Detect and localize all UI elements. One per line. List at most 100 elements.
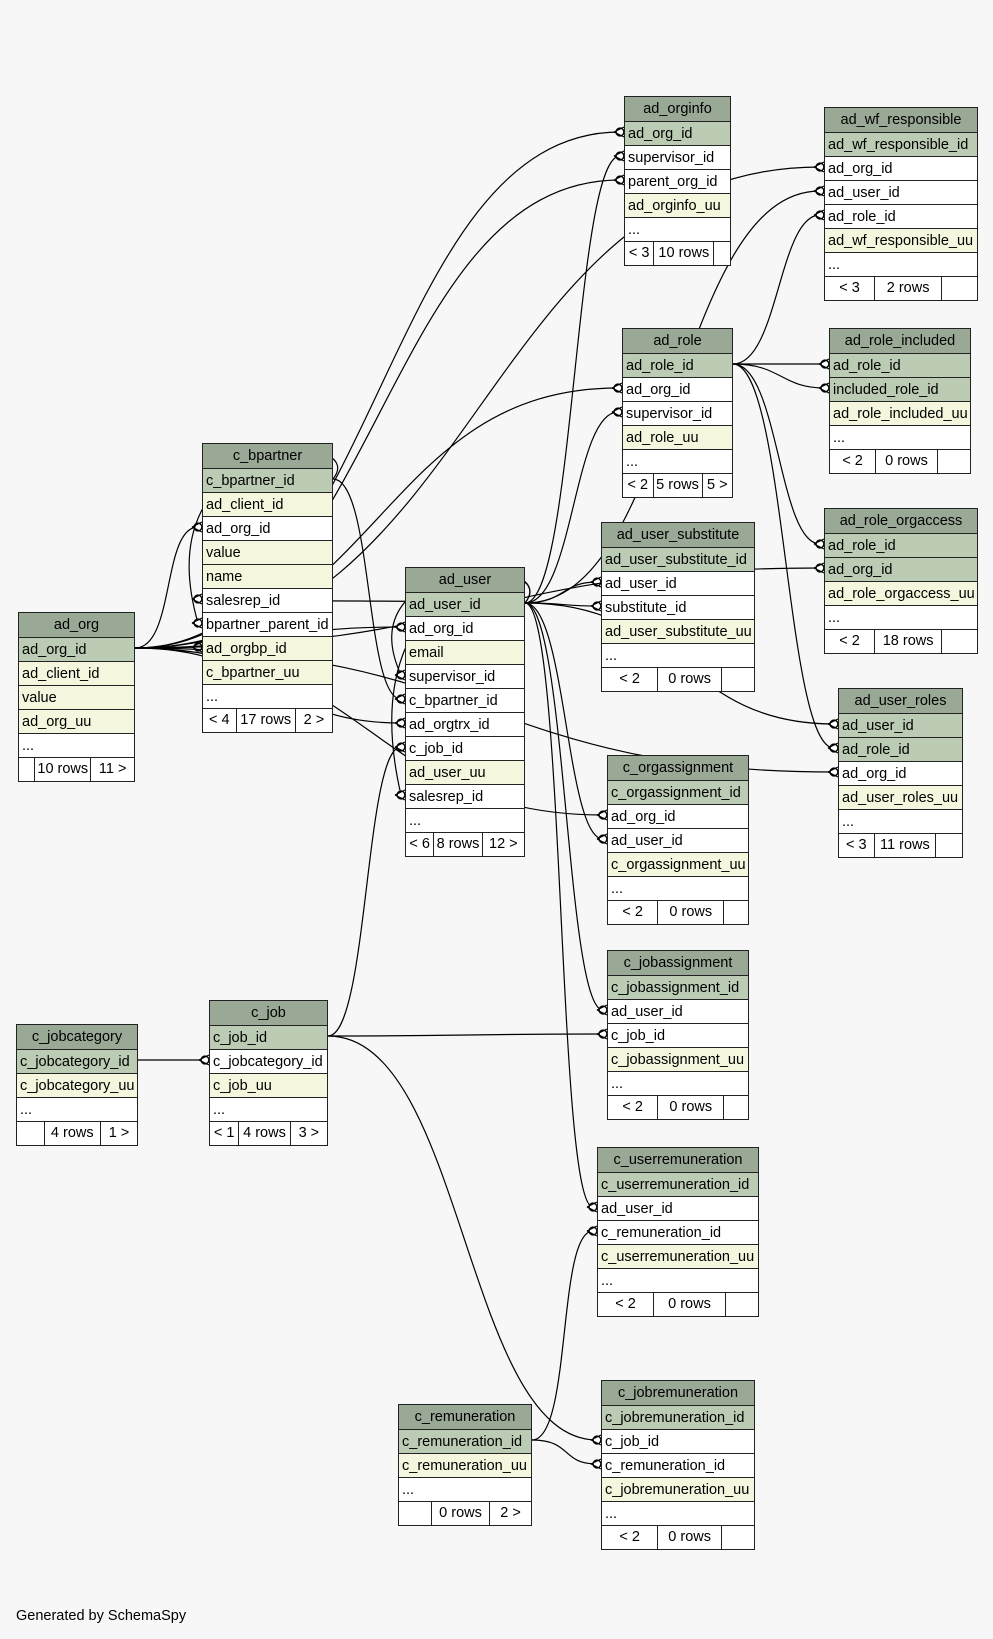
column-row[interactable]: ad_user_substitute_id: [602, 548, 754, 572]
column-row[interactable]: c_job_id: [406, 737, 524, 761]
column-row[interactable]: c_remuneration_uu: [399, 1454, 531, 1478]
table-title[interactable]: c_jobcategory: [17, 1025, 137, 1050]
table-title[interactable]: c_bpartner: [203, 444, 332, 469]
children-link[interactable]: [724, 1096, 748, 1119]
column-row[interactable]: salesrep_id: [203, 589, 332, 613]
more-columns[interactable]: ...: [602, 644, 754, 668]
parents-link[interactable]: [19, 758, 36, 781]
table-title[interactable]: ad_role: [623, 329, 732, 354]
column-row[interactable]: ad_role_orgaccess_uu: [825, 582, 977, 606]
more-columns[interactable]: ...: [623, 450, 732, 474]
column-row[interactable]: ad_org_id: [825, 558, 977, 582]
column-row[interactable]: c_orgassignment_id: [608, 781, 748, 805]
table-title[interactable]: ad_org: [19, 613, 134, 638]
parents-link[interactable]: [17, 1122, 45, 1145]
column-row[interactable]: ad_org_id: [406, 617, 524, 641]
column-row[interactable]: ad_wf_responsible_id: [825, 133, 977, 157]
more-columns[interactable]: ...: [17, 1098, 137, 1122]
column-row[interactable]: ad_user_roles_uu: [839, 786, 962, 810]
column-row[interactable]: ad_org_id: [19, 638, 134, 662]
parents-link[interactable]: < 2: [608, 901, 659, 924]
more-columns[interactable]: ...: [839, 810, 962, 834]
column-row[interactable]: c_jobcategory_id: [210, 1050, 327, 1074]
table-title[interactable]: ad_wf_responsible: [825, 108, 977, 133]
table-title[interactable]: c_remuneration: [399, 1405, 531, 1430]
column-row[interactable]: value: [19, 686, 134, 710]
column-row[interactable]: ad_client_id: [203, 493, 332, 517]
children-link[interactable]: 11 >: [98, 761, 127, 777]
column-row[interactable]: c_job_id: [602, 1430, 754, 1454]
parents-link[interactable]: < 2: [608, 1096, 659, 1119]
column-row[interactable]: ad_org_id: [608, 805, 748, 829]
parents-link[interactable]: < 2: [825, 630, 876, 653]
table-title[interactable]: c_orgassignment: [608, 756, 748, 781]
parents-link[interactable]: < 6: [406, 833, 435, 856]
column-row[interactable]: c_userremuneration_uu: [598, 1245, 758, 1269]
more-columns[interactable]: ...: [830, 426, 970, 450]
column-row[interactable]: ad_orgbp_id: [203, 637, 332, 661]
parents-link[interactable]: < 3: [839, 834, 875, 857]
column-row[interactable]: ad_role_id: [623, 354, 732, 378]
column-row[interactable]: c_job_id: [608, 1024, 748, 1048]
children-link[interactable]: [722, 668, 754, 691]
column-row[interactable]: ad_user_id: [406, 593, 524, 617]
more-columns[interactable]: ...: [399, 1478, 531, 1502]
children-link[interactable]: [938, 450, 970, 473]
children-link[interactable]: 12 >: [489, 836, 518, 852]
parents-link[interactable]: < 4: [203, 709, 237, 732]
column-row[interactable]: c_bpartner_uu: [203, 661, 332, 685]
column-row[interactable]: ad_role_uu: [623, 426, 732, 450]
table-title[interactable]: c_jobremuneration: [602, 1381, 754, 1406]
column-row[interactable]: ad_orgtrx_id: [406, 713, 524, 737]
column-row[interactable]: ad_user_id: [608, 1000, 748, 1024]
parents-link[interactable]: < 2: [598, 1293, 654, 1316]
column-row[interactable]: ad_user_substitute_uu: [602, 620, 754, 644]
children-link[interactable]: [942, 630, 977, 653]
column-row[interactable]: ad_user_id: [602, 572, 754, 596]
table-title[interactable]: ad_role_orgaccess: [825, 509, 977, 534]
column-row[interactable]: value: [203, 541, 332, 565]
column-row[interactable]: ad_user_id: [825, 181, 977, 205]
more-columns[interactable]: ...: [608, 1072, 748, 1096]
column-row[interactable]: supervisor_id: [625, 146, 730, 170]
children-link[interactable]: 5 >: [706, 477, 728, 493]
more-columns[interactable]: ...: [602, 1502, 754, 1526]
table-title[interactable]: ad_user: [406, 568, 524, 593]
column-row[interactable]: c_remuneration_id: [598, 1221, 758, 1245]
column-row[interactable]: c_jobcategory_id: [17, 1050, 137, 1074]
column-row[interactable]: c_userremuneration_id: [598, 1173, 758, 1197]
column-row[interactable]: ad_org_id: [825, 157, 977, 181]
more-columns[interactable]: ...: [625, 218, 730, 242]
table-title[interactable]: ad_orginfo: [625, 97, 730, 122]
parents-link[interactable]: < 1: [210, 1122, 240, 1145]
column-row[interactable]: ad_org_uu: [19, 710, 134, 734]
column-row[interactable]: c_jobremuneration_uu: [602, 1478, 754, 1502]
children-link[interactable]: 2 >: [500, 1505, 521, 1521]
column-row[interactable]: parent_org_id: [625, 170, 730, 194]
column-row[interactable]: supervisor_id: [406, 665, 524, 689]
table-title[interactable]: c_jobassignment: [608, 951, 748, 976]
column-row[interactable]: c_job_id: [210, 1026, 327, 1050]
children-link[interactable]: [936, 834, 962, 857]
column-row[interactable]: c_remuneration_id: [399, 1430, 531, 1454]
column-row[interactable]: ad_role_id: [825, 205, 977, 229]
more-columns[interactable]: ...: [210, 1098, 327, 1122]
column-row[interactable]: ad_role_id: [825, 534, 977, 558]
column-row[interactable]: c_bpartner_id: [406, 689, 524, 713]
table-title[interactable]: ad_role_included: [830, 329, 970, 354]
column-row[interactable]: c_orgassignment_uu: [608, 853, 748, 877]
children-link[interactable]: 1 >: [108, 1125, 130, 1141]
column-row[interactable]: included_role_id: [830, 378, 970, 402]
more-columns[interactable]: ...: [825, 606, 977, 630]
column-row[interactable]: c_jobremuneration_id: [602, 1406, 754, 1430]
